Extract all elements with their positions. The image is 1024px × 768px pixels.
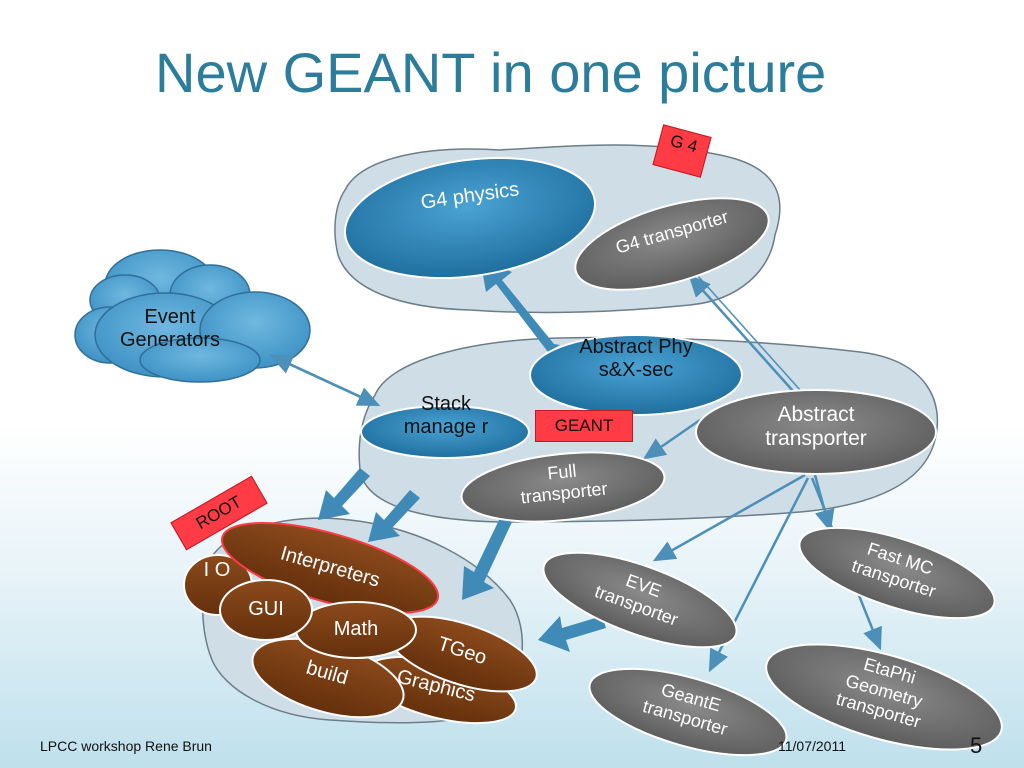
- geant-tag: GEANT: [535, 410, 633, 442]
- page-title: New GEANT in one picture: [155, 41, 827, 104]
- arrow-full-to-root: [462, 518, 512, 600]
- io-label: I O: [203, 559, 231, 581]
- stack-manager-ellipse[interactable]: [360, 405, 530, 459]
- arrow-abstract-g4transporter: [688, 274, 811, 411]
- eve-transporter-ellipse[interactable]: [533, 533, 748, 667]
- arrow-eve-to-tgeo: [538, 616, 606, 652]
- arrow-phys-to-g4: [480, 258, 560, 352]
- fast-mc-transporter-ellipse[interactable]: [789, 509, 1004, 637]
- abstract-transporter-label: Abstract transporter: [765, 403, 867, 451]
- g4-physics-ellipse[interactable]: [337, 143, 603, 293]
- geante-transporter-ellipse[interactable]: [581, 651, 796, 768]
- arrow-abstract-eve: [652, 473, 806, 562]
- arrow-stack-to-root-2: [368, 490, 420, 542]
- big-arrows: [318, 258, 606, 652]
- abstract-phys-label: Abstract Phys&X-sec: [579, 336, 693, 381]
- arrow-stack-to-root-1: [318, 468, 370, 520]
- stack-manager-label: Stack manage r: [403, 393, 489, 438]
- etaphi-transporter-ellipse[interactable]: [755, 623, 1013, 768]
- g4-transporter-ellipse[interactable]: [565, 180, 778, 308]
- root-components: [183, 504, 538, 725]
- interpreters-ellipse[interactable]: [213, 504, 447, 631]
- arrow-abstract-full: [642, 418, 701, 460]
- gui-ellipse[interactable]: [219, 579, 313, 641]
- footer-date: 11/07/2011: [778, 738, 846, 754]
- arrow-abstract-fastmc: [813, 474, 835, 533]
- page-number: 5: [970, 733, 983, 758]
- math-label: Math: [333, 618, 379, 640]
- gui-label: GUI: [248, 598, 284, 620]
- abstract-phys-ellipse[interactable]: [529, 334, 743, 416]
- footer-left: LPCC workshop Rene Brun: [40, 738, 212, 754]
- full-transporter-ellipse[interactable]: [458, 444, 668, 531]
- event-generators-label: Event Generators: [119, 306, 221, 351]
- event-generators-cloud: [74, 249, 311, 383]
- abstract-transporter-ellipse[interactable]: [695, 389, 937, 475]
